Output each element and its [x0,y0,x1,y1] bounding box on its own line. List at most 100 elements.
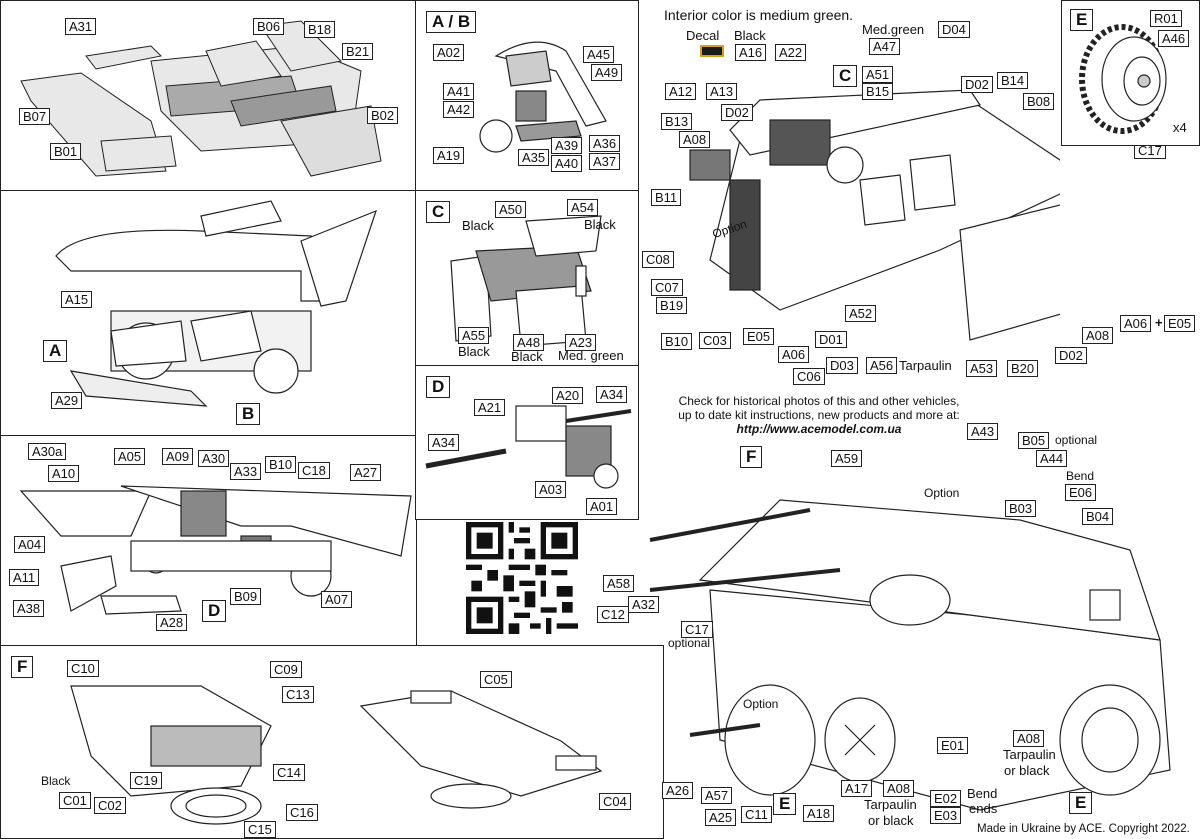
part-label: A56 [866,357,898,374]
part-label: A36 [589,135,621,152]
part-label: A58 [603,575,635,592]
part-label: A10 [48,465,80,482]
part-label: A32 [628,596,660,613]
part-label: B21 [342,43,374,60]
part-label: C10 [67,660,99,677]
panel-b-assembly: A31 B06 B18 B21 B07 B01 B02 [0,0,417,192]
part-label: A43 [967,423,999,440]
section-badge: D [202,600,227,622]
bend-note: ends [969,801,998,816]
part-label: A44 [1036,450,1068,467]
part-label: C14 [273,764,305,781]
part-label: A45 [583,46,615,63]
part-label: A08 [1013,730,1045,747]
part-label: A35 [518,149,550,166]
part-label: B02 [367,107,399,124]
section-badge: A / B [426,11,477,33]
part-label: C17 [1134,142,1166,159]
chassis-drawing [55,200,377,407]
part-label: A25 [705,809,737,826]
part-label: C17 [681,621,713,638]
panel-c-seats: C A50 Black A54 Black A55 Black A48 Blac… [415,190,639,367]
part-label: A41 [443,83,475,100]
part-label: B10 [661,333,693,350]
decal-swatch [700,45,724,57]
tarpaulin-note: or black [1004,763,1050,778]
part-label: A05 [114,448,146,465]
part-label: A15 [61,291,93,308]
qr-code [466,522,578,634]
part-label: B07 [19,108,51,125]
part-label: D03 [826,357,858,374]
tarpaulin-note: Tarpaulin [899,358,952,373]
interior-drawing [689,89,1060,341]
part-label: C02 [94,797,126,814]
part-label: A17 [841,780,873,797]
website-line-2: up to date kit instructions, new product… [678,408,960,422]
color-note: Black [41,774,71,788]
part-label: A31 [65,18,97,35]
gun-drawing [425,405,632,489]
part-label: B14 [997,72,1029,89]
part-label: B04 [1082,508,1114,525]
tarpaulin-note: Tarpaulin [864,797,917,812]
part-label: A06 [778,346,810,363]
part-label: B13 [661,113,693,130]
part-label: B10 [265,456,297,473]
part-label: B08 [1023,93,1055,110]
part-label: E01 [937,737,969,754]
part-label: A20 [552,387,584,404]
seat-drawing [450,215,602,347]
section-badge: D [426,376,451,398]
vehicle-drawing [649,499,1171,811]
part-label: B01 [50,143,82,160]
part-label: A06 [1120,315,1152,332]
part-label: A02 [433,44,465,61]
part-label: A11 [9,569,40,586]
option-note: Option [924,486,960,500]
part-label: C11 [741,806,772,823]
panel-chassis-body: A15 A A29 B [0,190,417,437]
part-label: A30a [28,443,67,460]
panel-d-machinegun: D A20 A34 A21 A34 A03 A01 [415,365,639,520]
section-badge: C [833,65,858,87]
part-label: A23 [565,334,597,351]
color-note: Black [462,218,494,233]
plus-note: + [1155,315,1163,330]
part-label: A18 [803,805,835,822]
color-note: Black [734,28,766,43]
part-label: B11 [651,189,682,206]
bend-note: Bend [1066,469,1095,483]
part-label: C09 [270,661,302,678]
frame-drawing [70,685,603,825]
part-label: B05 [1018,432,1050,449]
part-label: A38 [13,600,45,617]
website-link[interactable]: http://www.acemodel.com.ua [736,422,902,436]
part-label: B20 [1007,360,1039,377]
bumper-drawing [479,41,607,153]
part-label: A21 [474,399,506,416]
part-label: A39 [551,137,583,154]
part-label: E05 [743,328,775,345]
part-label: A42 [443,101,475,118]
section-badge: E [1069,792,1093,814]
part-label: C04 [599,793,631,810]
part-label: A08 [1082,327,1114,344]
hull-floor-drawing [20,20,382,177]
part-label: A49 [591,64,623,81]
part-label: B09 [230,588,262,605]
part-label: A30 [198,450,230,467]
part-label: C12 [597,606,629,623]
part-label: A47 [869,38,901,55]
wheel-drawing [1079,24,1167,134]
part-label: A50 [495,201,527,218]
part-label: B03 [1005,500,1037,517]
part-label: A26 [662,782,694,799]
part-label: A46 [1158,30,1190,47]
decal-note: Decal [686,28,720,43]
part-label: A55 [458,327,490,344]
part-label: B15 [862,83,894,100]
part-label: E03 [930,807,962,824]
section-badge: F [11,656,34,678]
